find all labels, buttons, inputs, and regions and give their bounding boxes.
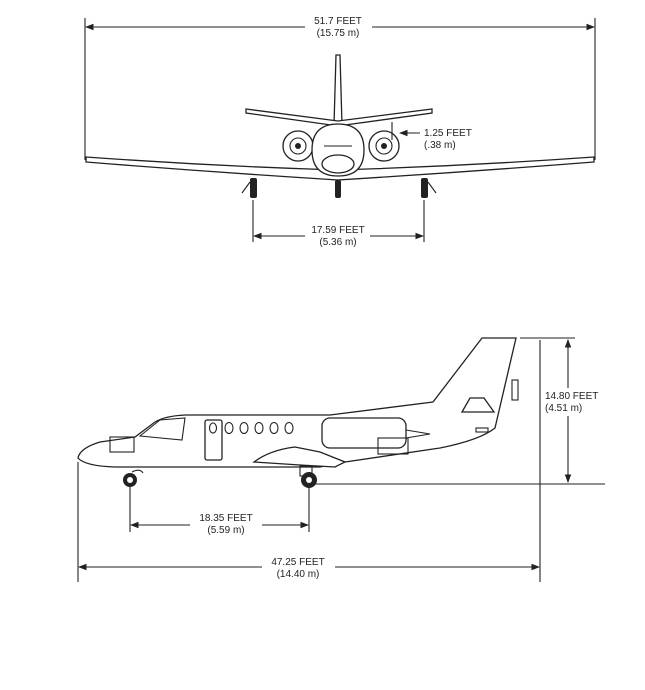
front-aircraft [85,54,595,198]
height-meters-label: (4.51 m) [545,403,582,414]
wheelbase-feet-label: 18.35 FEET [199,513,252,524]
side-view: 14.80 FEET (4.51 m) 18.35 FEET (5.59 m) … [77,337,605,582]
gear-track-dimension: 17.59 FEET (5.36 m) [252,200,425,248]
length-dimension: 47.25 FEET (14.40 m) [77,340,541,582]
length-meters-label: (14.40 m) [277,569,320,580]
gear-track-meters-label: (5.36 m) [319,237,356,248]
height-feet-label: 14.80 FEET [545,391,598,402]
engine-clearance-feet-label: 1.25 FEET [424,128,472,139]
engine-clearance-dimension: 1.25 FEET (.38 m) [391,122,472,151]
front-view: 51.7 FEET (15.75 m) 1.25 FEET [84,16,596,248]
length-feet-label: 47.25 FEET [271,557,324,568]
wingspan-meters-label: (15.75 m) [317,28,360,39]
wingspan-dimension: 51.7 FEET (15.75 m) [84,16,596,160]
side-aircraft [77,337,519,488]
wingspan-feet-label: 51.7 FEET [314,16,362,27]
wheelbase-meters-label: (5.59 m) [207,525,244,536]
gear-track-feet-label: 17.59 FEET [311,225,364,236]
height-dimension: 14.80 FEET (4.51 m) [312,337,605,485]
engine-clearance-meters-label: (.38 m) [424,140,456,151]
wheelbase-dimension: 18.35 FEET (5.59 m) [129,487,310,536]
